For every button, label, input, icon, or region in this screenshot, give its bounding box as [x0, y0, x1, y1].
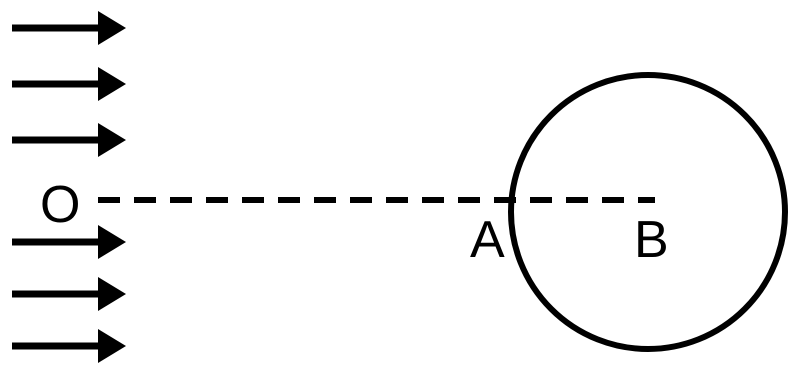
incident-arrows [12, 11, 126, 363]
arrow-4 [12, 225, 126, 259]
circle [508, 72, 788, 352]
arrow-3 [12, 123, 126, 157]
arrow-1 [12, 11, 126, 45]
label-b: B [634, 211, 669, 269]
label-a: A [470, 211, 505, 269]
arrow-2 [12, 67, 126, 101]
arrow-6 [12, 329, 126, 363]
arrow-5 [12, 277, 126, 311]
label-o: O [40, 176, 80, 234]
